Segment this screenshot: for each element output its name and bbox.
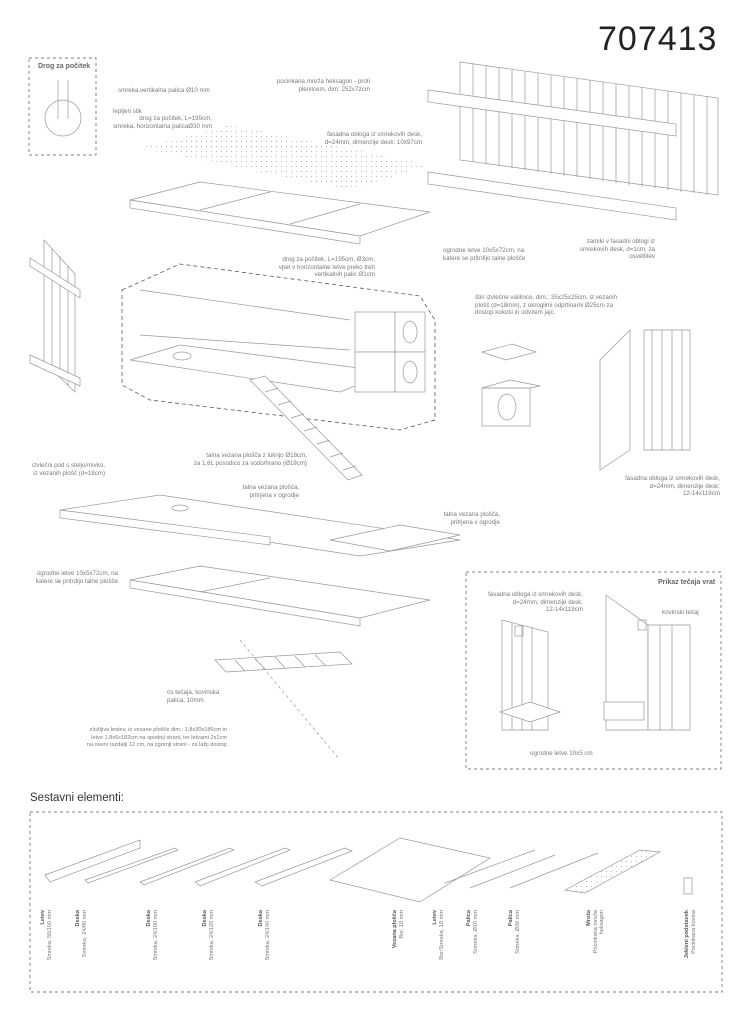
label-litter-tray: izvlečni pod s steljo/mivko,iz vezanih p… bbox=[32, 462, 105, 477]
label-roost-detail: drog za počitek, L=195cm,smreka, horizon… bbox=[112, 115, 212, 130]
label-facade-side: fasadna obloga iz smrekovih desk,d=24mm,… bbox=[625, 475, 720, 498]
component-name: Palica bbox=[466, 910, 472, 927]
coop-body bbox=[121, 263, 436, 431]
component-spec: Smreka, 50/100 mm bbox=[46, 910, 53, 961]
label-nest-boxes: štiri izvlečne valilnice, dim.: 35x25x25… bbox=[475, 294, 618, 317]
label-hinge-facade: fasadna obloga iz smrekovih desk,d=24mm,… bbox=[488, 591, 583, 614]
component-name: Palica bbox=[508, 910, 514, 927]
component-spec: Smreka, Ø10 mm bbox=[472, 910, 479, 954]
side-door-left bbox=[29, 239, 81, 393]
components-box bbox=[29, 811, 723, 993]
component-spec: Smreka, 24/100 mm bbox=[152, 910, 159, 961]
label-glued-joint: lepljen stik bbox=[113, 108, 142, 115]
label-hinge-frame: ogrodne letve 10x5 cm bbox=[530, 750, 593, 757]
hinge-door-views bbox=[498, 594, 691, 731]
component-spec: Smreka, 24/120 mm bbox=[208, 910, 215, 961]
component-name: Deska bbox=[202, 910, 208, 927]
label-floor-hole: talna vezana plošča z luknjo Ø18cm,za 1,… bbox=[193, 452, 307, 467]
project-number: 707413 bbox=[598, 20, 718, 58]
floor-plates bbox=[59, 494, 461, 557]
roost-detail-box bbox=[28, 57, 97, 156]
components-heading: Sestavni elementi: bbox=[30, 792, 124, 804]
component-name: Deska bbox=[146, 910, 152, 927]
component-spec: Smreka, 24/140 mm bbox=[264, 910, 271, 961]
roost-rod-section bbox=[44, 99, 82, 137]
label-metal-hinge: kovinski tečaj bbox=[662, 609, 699, 616]
label-facade-top: fasadna obloga iz smrekovih desk,d=24mm,… bbox=[324, 131, 422, 146]
nest-box bbox=[480, 343, 541, 427]
component-spec: Bor/Smreka, 18 mm bbox=[438, 910, 445, 960]
frame-bottom bbox=[129, 565, 431, 627]
roost-detail-title: Drog za počitek bbox=[38, 63, 91, 70]
label-ladder: zložljiva lestev, iz vezane plošče dim.:… bbox=[86, 727, 227, 749]
label-roost: drog za počitek, L=195cm, Ø3cm,vpet v ho… bbox=[278, 256, 375, 279]
component-name: Deska bbox=[75, 910, 81, 927]
frame-top bbox=[129, 181, 431, 245]
side-door-right bbox=[599, 329, 691, 471]
facade-panel-top bbox=[427, 61, 719, 221]
hinge-detail-box bbox=[465, 571, 722, 770]
ladder-upper bbox=[249, 375, 363, 481]
component-name: Letev bbox=[40, 910, 46, 925]
component-spec: Pocinkana mreža bbox=[592, 910, 599, 954]
component-name: Mreža bbox=[586, 910, 592, 926]
component-spec: Bor, 18 mm bbox=[398, 910, 405, 939]
label-floor-mid: talna vezana plošča,pritrjena v ogrodje bbox=[242, 484, 299, 499]
mesh-panel bbox=[140, 125, 430, 190]
component-name: Letev bbox=[432, 910, 438, 925]
label-floor-right: talna vezana plošča,pritrjena v ogrodje bbox=[443, 511, 500, 526]
component-drawings bbox=[44, 837, 693, 903]
component-spec: Smreka, Ø30 mm bbox=[514, 910, 521, 954]
component-name: Vezana plošča bbox=[392, 910, 398, 949]
component-spec: Smreka, 24/80 mm bbox=[81, 910, 88, 958]
component-spec: Pocinkana kovina bbox=[690, 910, 697, 954]
component-name: Jekleni podstavek bbox=[684, 910, 690, 959]
ladder-lower bbox=[214, 639, 353, 761]
label-vertical-rod: smreka,vertikalna palica Ø10 mm bbox=[118, 87, 210, 94]
hinge-box-title: Prikaz tečaja vrat bbox=[658, 579, 716, 586]
component-spec: heksagon bbox=[599, 910, 606, 935]
component-name: Deska bbox=[258, 910, 264, 927]
